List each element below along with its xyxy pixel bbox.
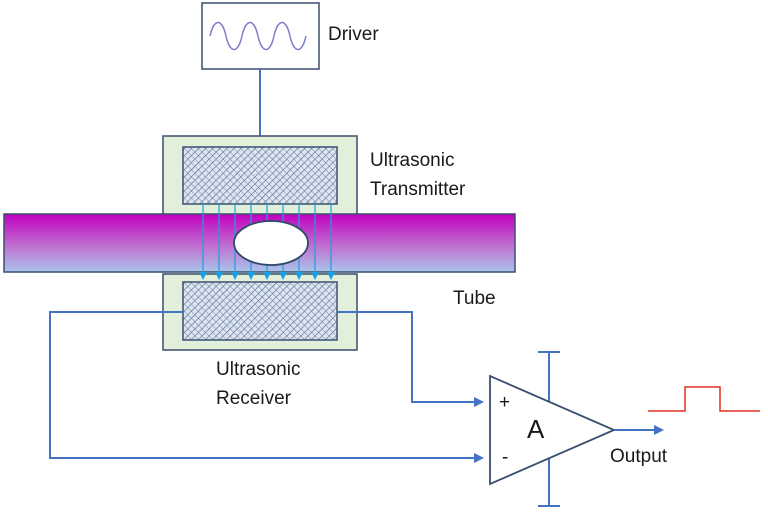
plus-input-label: + <box>499 392 511 413</box>
receiver-label-line2: Receiver <box>216 388 291 409</box>
minus-input-label: - <box>502 447 509 468</box>
tube-label: Tube <box>453 288 496 309</box>
driver-label: Driver <box>328 24 379 45</box>
sine-wave-icon <box>209 21 307 51</box>
driver-box <box>201 2 320 70</box>
output-label: Output <box>610 446 668 467</box>
air-bubble <box>233 220 309 266</box>
output-pulse <box>648 386 760 412</box>
receiver-minus-wire <box>49 311 484 463</box>
transmitter-label-line1: Ultrasonic <box>370 150 455 171</box>
amplifier-label: A <box>527 414 545 444</box>
receiver-label-line1: Ultrasonic <box>216 359 301 380</box>
receiver-plus-wire <box>337 311 484 407</box>
receiver-crystal <box>182 281 338 341</box>
transmitter-label-line2: Transmitter <box>370 179 466 200</box>
amplifier <box>489 351 617 507</box>
transmitter-crystal <box>182 146 338 205</box>
